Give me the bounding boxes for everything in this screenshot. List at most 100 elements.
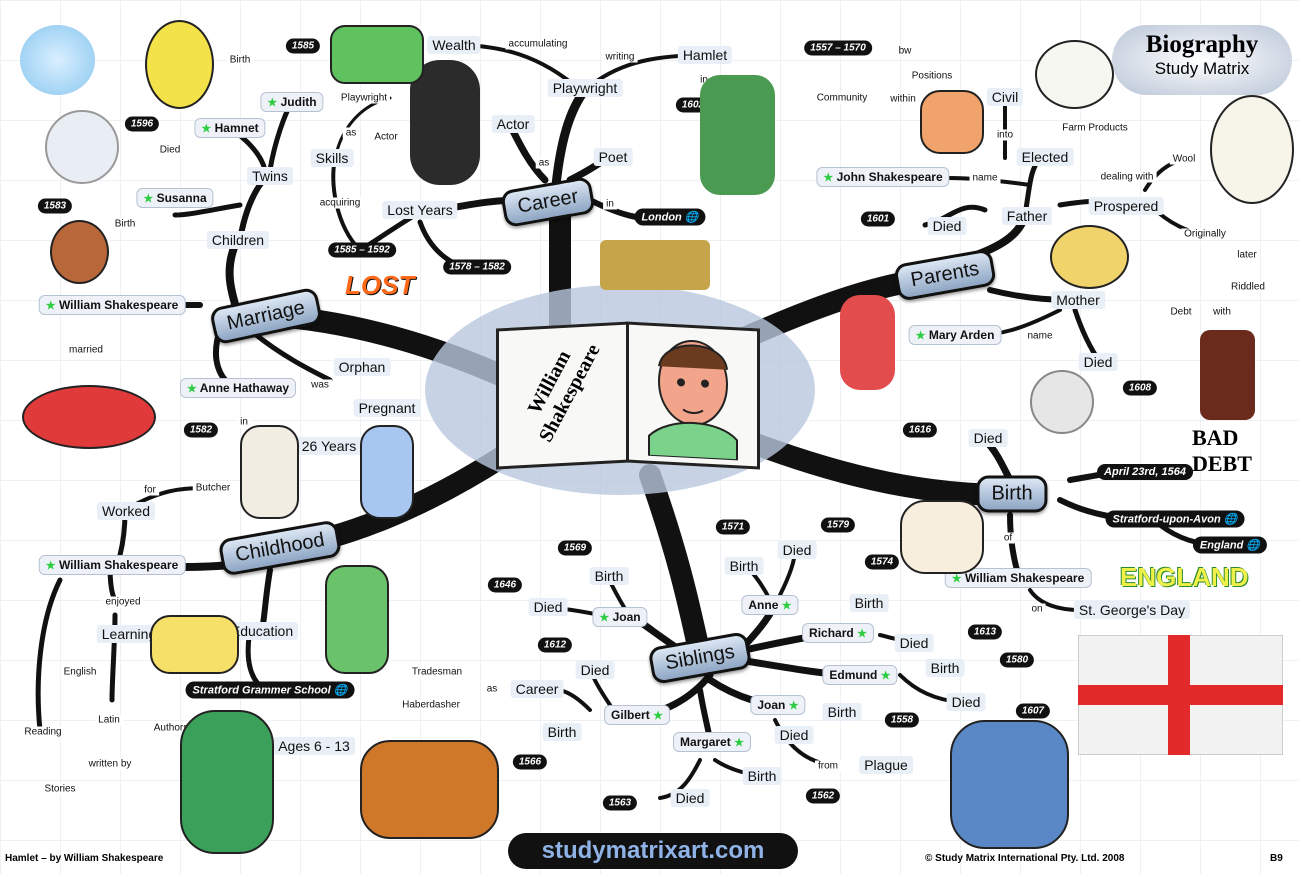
node-skill-as: as — [342, 127, 360, 139]
node-edmund: Edmund ★ — [822, 665, 898, 685]
node-for: for — [141, 484, 159, 496]
mother-picture — [840, 295, 895, 390]
node-prospered: Prospered — [1088, 197, 1164, 215]
star-icon: ★ — [653, 710, 663, 722]
title-main: Biography — [1145, 31, 1259, 58]
schoolboy-picture — [325, 565, 389, 674]
node-ages: Ages 6 - 13 — [273, 737, 355, 755]
node-into: into — [993, 129, 1017, 141]
star-icon: ★ — [599, 612, 610, 624]
star-icon: ★ — [45, 560, 56, 572]
node-children: Children — [206, 231, 270, 249]
globe-icon: 🌐 — [333, 684, 348, 697]
website-banner[interactable]: studymatrixart.com — [508, 833, 798, 869]
node-elected: Elected — [1016, 148, 1074, 166]
node-skill-actor: Actor — [371, 131, 401, 143]
margaret-label: Margaret — [680, 735, 731, 749]
node-tradesman: Tradesman — [408, 666, 466, 678]
node-joan1-birth: Birth — [589, 567, 629, 585]
england-wordart: ENGLAND — [1120, 562, 1249, 592]
node-childhood-william: ★ William Shakespeare — [38, 555, 186, 575]
node-haberdasher: Haberdasher — [399, 699, 463, 711]
node-plague: Plague — [859, 756, 913, 774]
node-mother: Mother — [1051, 291, 1105, 309]
star-icon: ★ — [143, 193, 154, 205]
node-years-1578-1582: 1578 – 1582 — [443, 259, 511, 275]
joan1-label: Joan — [612, 610, 641, 624]
node-reading: Reading — [21, 726, 65, 738]
node-richard-birth: Birth — [849, 594, 889, 612]
gilbert-label: Gilbert — [611, 708, 650, 722]
node-from: from — [815, 760, 841, 772]
node-susanna: ★ Susanna — [136, 188, 214, 208]
ghost-grave-picture — [45, 110, 119, 184]
pregnant-picture — [360, 425, 414, 519]
node-edmund-died: Died — [946, 693, 986, 711]
trunk-siblings — [639, 464, 711, 666]
marriage-william-label: William Shakespeare — [58, 298, 179, 312]
star-icon: ★ — [781, 600, 792, 612]
node-latin: Latin — [95, 714, 123, 726]
node-in-london: in — [603, 198, 617, 210]
mary-label: Mary Arden — [928, 328, 995, 342]
node-skill-playwright: Playwright — [337, 92, 391, 104]
stamp-picture — [1200, 330, 1255, 420]
node-gilbert-career: Career — [510, 680, 564, 698]
node-originally: Originally — [1181, 228, 1229, 240]
node-school: Stratford Grammer School 🌐 — [185, 681, 355, 699]
star-icon: ★ — [201, 123, 212, 135]
node-of: of — [1000, 532, 1016, 544]
node-positions: Positions — [908, 70, 956, 82]
branch-birth[interactable]: Birth — [976, 475, 1048, 513]
hamlet-picture — [700, 75, 775, 195]
node-joan1-died: Died — [528, 598, 568, 616]
reading-boy-picture — [180, 710, 274, 854]
node-26-years: 26 Years — [296, 437, 362, 455]
node-mother-died: Died — [1078, 353, 1118, 371]
money-bag-picture — [330, 25, 424, 84]
star-icon: ★ — [186, 383, 197, 395]
node-married: married — [66, 344, 106, 356]
stork-picture — [900, 500, 984, 574]
node-worked: Worked — [97, 502, 155, 520]
node-hamnet: ★ Hamnet — [194, 118, 266, 138]
node-birth-date: April 23rd, 1564 — [1097, 464, 1193, 480]
node-hamnet-died: Died — [156, 144, 184, 156]
node-year-1579: 1579 — [820, 517, 856, 533]
node-margaret-died: Died — [670, 789, 710, 807]
star-icon: ★ — [951, 573, 962, 585]
star-icon: ★ — [857, 628, 867, 640]
node-stratford: Stratford-upon-Avon 🌐 — [1105, 510, 1245, 528]
node-year-1616: 1616 — [902, 422, 938, 438]
node-london: London 🌐 — [634, 208, 706, 226]
node-wool: Wool — [1169, 153, 1199, 165]
teddy-bear-picture — [145, 20, 214, 109]
london-label: London — [641, 211, 682, 224]
england-flag — [1078, 635, 1283, 755]
node-year-1607: 1607 — [1015, 703, 1051, 719]
node-joan-2: Joan ★ — [750, 695, 806, 715]
node-year-1571: 1571 — [715, 519, 751, 535]
node-years-1557-1570: 1557 – 1570 — [804, 40, 872, 56]
node-community: Community — [813, 92, 871, 104]
book-right-page — [626, 321, 760, 470]
judith-label: Judith — [280, 95, 317, 109]
node-bw: bw — [895, 45, 915, 57]
node-gilbert-birth: Birth — [542, 723, 582, 741]
joan2-label: Joan — [757, 698, 786, 712]
node-margaret-birth: Birth — [742, 767, 782, 785]
node-year-1613: 1613 — [967, 624, 1003, 640]
node-later: later — [1234, 249, 1260, 261]
node-father-died: Died — [927, 217, 967, 235]
node-acquiring: acquiring — [316, 197, 364, 209]
node-birth-william: ★ William Shakespeare — [944, 568, 1092, 588]
node-john-shakespeare: ★ John Shakespeare — [816, 167, 950, 187]
node-hamlet-in: in — [697, 74, 711, 86]
node-dealing-with: dealing with — [1097, 171, 1157, 183]
node-judith: ★ Judith — [260, 92, 324, 112]
school-label: Stratford Grammer School — [192, 684, 331, 697]
star-icon: ★ — [734, 737, 744, 749]
node-richard: Richard ★ — [802, 623, 874, 643]
title-sub: Study Matrix — [1154, 59, 1250, 78]
